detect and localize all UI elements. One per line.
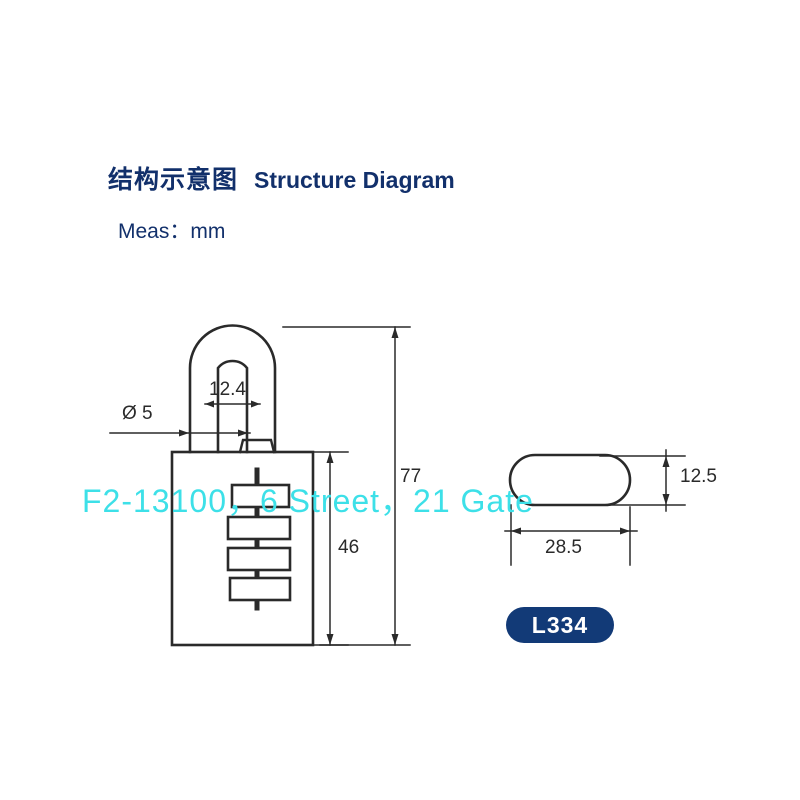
lock-body-outline [170, 450, 315, 647]
model-badge-label: L334 [531, 611, 589, 638]
dimension-label-body-height: 46 [338, 537, 360, 558]
dial-wheel [230, 483, 291, 509]
dimension-label-shackle-clearance: 12.4 [209, 379, 246, 400]
dimension-label-shackle-diameter: Ø 5 [122, 403, 153, 424]
dial-wheel [226, 515, 292, 541]
dimension-shackle-diameter [109, 429, 251, 437]
side-view-outline [508, 453, 632, 507]
diagram-title-english: Structure Diagram [254, 167, 455, 193]
dial-wheel [226, 546, 292, 572]
dimension-overall-height [282, 326, 411, 646]
shackle-collar [238, 438, 276, 454]
model-badge: L334 [506, 607, 614, 643]
dial-wheel [228, 576, 292, 602]
dimension-label-side-width: 28.5 [545, 537, 582, 558]
dimension-side-thickness [599, 449, 686, 512]
diagram-title: 结构示意图 Structure Diagram [108, 160, 455, 196]
shackle-inner-path [216, 359, 249, 454]
shackle-outer-path [188, 324, 277, 454]
dimension-side-width [504, 504, 638, 566]
dimension-body-height [299, 451, 349, 646]
dimension-label-overall-height: 77 [400, 466, 422, 487]
measurement-unit-label: Meas：mm [118, 220, 226, 243]
diagram-title-chinese: 结构示意图 [108, 166, 239, 194]
dimension-label-side-thickness: 12.5 [680, 466, 717, 487]
